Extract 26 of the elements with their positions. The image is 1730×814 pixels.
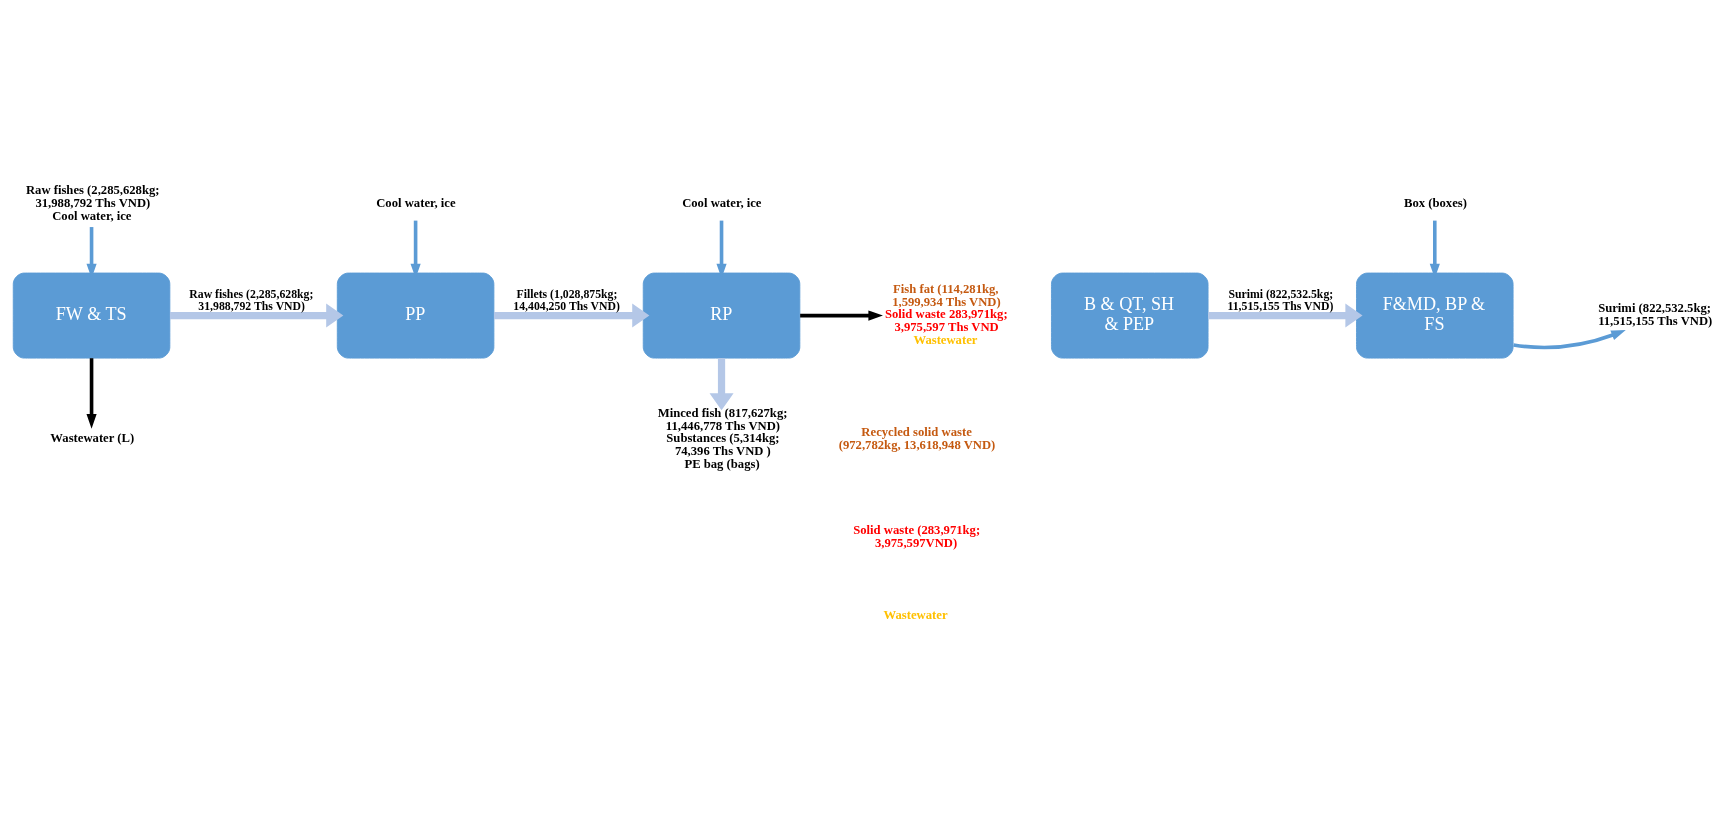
node-text: Cool water, ice	[682, 195, 762, 210]
arrow	[170, 303, 344, 328]
node-text: Box (boxes)	[1404, 195, 1467, 210]
edge-label: Fillets (1,028,875kg; 14,404,250 Ths VND)	[513, 287, 620, 313]
arrow	[800, 310, 883, 321]
node-text: Surimi (822,532.5kg; 11,515,155 Ths VND)	[1598, 301, 1713, 328]
node-box: F&MD, BP & FS	[1356, 272, 1514, 359]
node-text: Raw fishes (2,285,628kg; 31,988,792 Ths VND) Cool water, ice	[25, 183, 160, 223]
arrow	[709, 358, 734, 411]
label: Recycled solid waste (972,782kg, 13,618,948 VND)	[838, 425, 996, 452]
node-box: PP	[336, 272, 495, 359]
arrow	[1513, 330, 1626, 350]
arrow	[494, 303, 650, 328]
node-box: FW & TS	[12, 272, 171, 359]
arrow	[86, 358, 97, 429]
edge-label: Surimi (822,532.5kg; 11,515,155 Ths VND)	[1227, 287, 1334, 313]
node-text: Wastewater (L)	[50, 431, 135, 446]
node-box: B & QT, SH & PEP	[1051, 272, 1209, 359]
node-box: RP	[642, 272, 801, 359]
arrow	[1208, 303, 1363, 328]
node-text: Cool water, ice	[376, 195, 456, 210]
label: Solid waste (283,971kg; 3,975,597VND)	[853, 522, 981, 550]
label: Wastewater	[883, 607, 948, 622]
node-text: Fish fat (114,281kg, 1,599,934 Ths VND) Solid waste 283,971kg; 3,975,597 Ths VND Wastewater	[884, 282, 1008, 347]
edge-label: Raw fishes (2,285,628kg; 31,988,792 Ths VND)	[189, 287, 314, 313]
node-text: Minced fish (817,627kg; 11,446,778 Ths VND) Substances (5,314kg; 74,396 Ths VND ) PE bag (bags)	[657, 406, 788, 471]
